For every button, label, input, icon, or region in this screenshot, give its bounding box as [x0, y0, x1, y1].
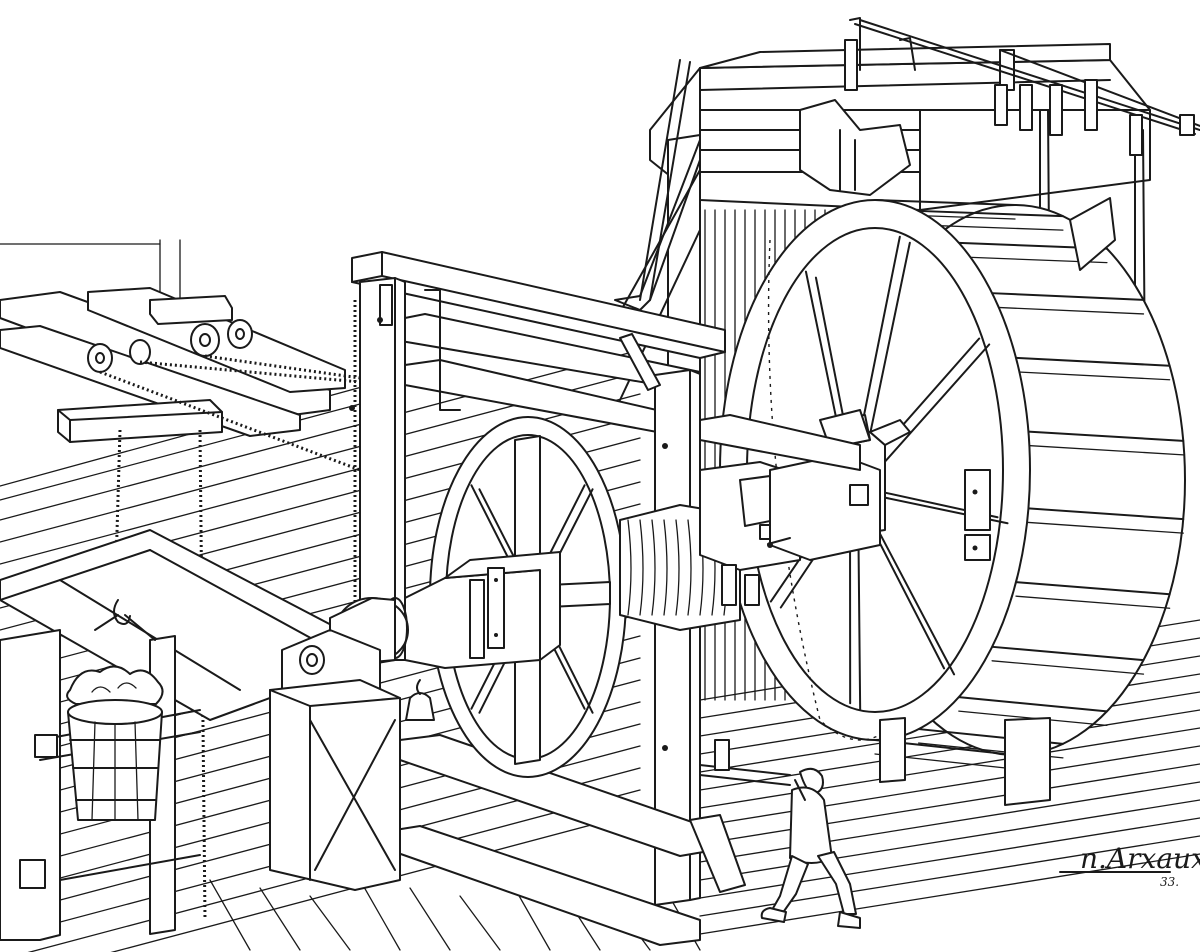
stone-bucket [66, 599, 164, 821]
chute-tower [609, 17, 1151, 701]
floor-board-line [699, 799, 1200, 881]
wheel-bucket-line [874, 199, 1016, 206]
floor-board-line [699, 727, 1200, 809]
worker-figure [699, 739, 861, 929]
wheel-bucket-line [1027, 444, 1184, 456]
wheel-bucket-line [1027, 507, 1185, 521]
floor-board-line [699, 709, 1200, 791]
axle-bearing [269, 551, 561, 891]
wheel-bucket-line [1014, 581, 1171, 596]
drum-rope-coil [675, 519, 680, 616]
wheel-bucket-line [1027, 430, 1185, 442]
drum-rope-coil [663, 519, 668, 616]
drum-rope-coil [627, 519, 632, 616]
floor-board-line [0, 349, 641, 521]
wheel-bucket-line [1014, 356, 1171, 367]
floor-board-line [110, 811, 641, 952]
wheel-bucket-line [1015, 371, 1171, 381]
gear-mechanism [619, 409, 881, 631]
floor-board-line [309, 895, 351, 951]
drum-rope-coil [639, 519, 644, 616]
main-gear-frame [349, 251, 746, 946]
wheel-bucket-line [991, 660, 1145, 675]
floor-board-line [699, 745, 1200, 827]
signature-year: 33. [1160, 875, 1179, 889]
wheel-bucket-line [957, 696, 1108, 713]
floor-board-line [699, 781, 1200, 863]
wheel-bucket-line [1027, 521, 1184, 534]
wheel-bucket-line [991, 306, 1145, 315]
wheel-bucket-line [991, 645, 1145, 662]
floor-board-line [409, 887, 451, 951]
artist-signature: n.Arxaux [1080, 842, 1200, 875]
floor-board-line [259, 887, 301, 951]
signature: n.Arxaux 33. [1059, 842, 1200, 889]
left-overhead-beams [0, 287, 361, 921]
wheel-bucket-line [1015, 595, 1171, 609]
wheel-bucket-line [991, 292, 1145, 301]
drum-rope-coil [687, 519, 692, 616]
floor-board-line [459, 895, 501, 951]
wheel-bucket-line [917, 209, 1064, 218]
floor-board-line [359, 879, 401, 951]
floor-board-line [699, 763, 1200, 845]
drum-rope-coil [651, 519, 656, 616]
floor-board-line [209, 879, 251, 951]
